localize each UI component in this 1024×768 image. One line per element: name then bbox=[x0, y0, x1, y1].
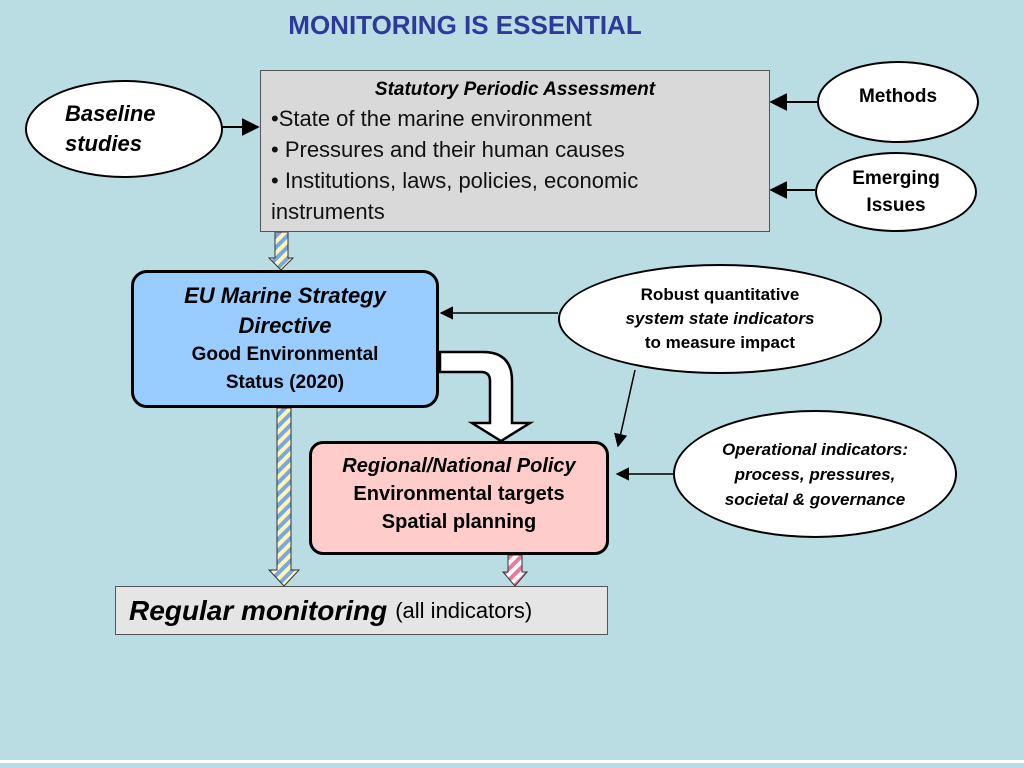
robust-line3: to measure impact bbox=[644, 333, 796, 352]
assessment-item-state: •State of the marine environment bbox=[271, 106, 592, 131]
operational-line2: process, pressures, bbox=[734, 464, 896, 484]
operational-line3: societal & governance bbox=[724, 489, 906, 509]
methods-node: Methods bbox=[817, 61, 979, 143]
regional-policy-box: Regional/National Policy Environmental t… bbox=[309, 441, 609, 555]
methods-label: Methods bbox=[858, 86, 938, 107]
policy-spatial: Spatial planning bbox=[381, 511, 537, 533]
statutory-assessment-box: Statutory Periodic Assessment •State of … bbox=[260, 70, 770, 232]
eu-marine-strategy-box: EU Marine Strategy Directive Good Enviro… bbox=[131, 270, 439, 408]
robust-line1: Robust quantitative bbox=[640, 285, 800, 304]
block-arrow-assessment-to-msfd bbox=[267, 231, 295, 271]
block-arrow-policy-to-monitoring bbox=[501, 554, 529, 587]
arrow-robust-to-policy bbox=[614, 369, 636, 448]
msfd-title-line2: Directive bbox=[238, 313, 332, 338]
emerging-label-line1: Emerging bbox=[852, 168, 940, 189]
operational-indicators-node: Operational indicators: process, pressur… bbox=[673, 410, 957, 538]
robust-indicators-node: Robust quantitative system state indicat… bbox=[558, 264, 882, 374]
block-arrow-msfd-to-monitoring bbox=[267, 407, 301, 587]
operational-line1: Operational indicators: bbox=[721, 439, 909, 459]
page-title: MONITORING IS ESSENTIAL bbox=[288, 10, 642, 40]
assessment-item-pressures: • Pressures and their human causes bbox=[271, 137, 625, 162]
regular-monitoring-box: Regular monitoring (all indicators) bbox=[115, 586, 608, 635]
baseline-studies-node: Baseline studies bbox=[25, 80, 223, 178]
msfd-subtitle-line2: Status (2020) bbox=[225, 372, 345, 393]
robust-line2: system state indicators bbox=[625, 309, 815, 328]
bent-arrow-msfd-to-policy bbox=[438, 350, 535, 443]
policy-targets: Environmental targets bbox=[353, 483, 565, 505]
policy-title: Regional/National Policy bbox=[342, 455, 576, 477]
baseline-label-line1: Baseline bbox=[65, 101, 156, 126]
msfd-title-line1: EU Marine Strategy bbox=[184, 283, 386, 308]
emerging-issues-node: Emerging Issues bbox=[815, 152, 977, 232]
emerging-label-line2: Issues bbox=[866, 195, 926, 216]
assessment-heading: Statutory Periodic Assessment bbox=[374, 79, 656, 100]
msfd-subtitle-line1: Good Environmental bbox=[191, 344, 379, 365]
monitoring-main: Regular monitoring bbox=[129, 594, 388, 626]
monitoring-sub: (all indicators) bbox=[395, 597, 533, 623]
baseline-label-line2: studies bbox=[65, 131, 143, 156]
bottom-divider bbox=[0, 760, 1024, 763]
assessment-item-institutions: • Institutions, laws, policies, economic… bbox=[271, 168, 639, 224]
